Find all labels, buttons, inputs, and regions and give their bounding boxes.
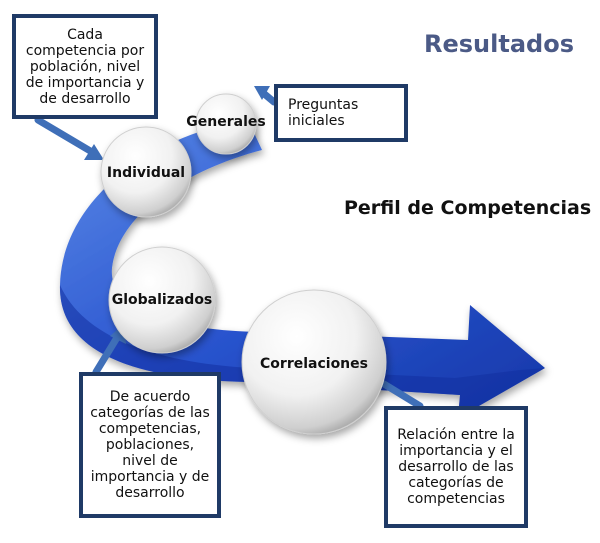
connector-individual — [34, 116, 96, 156]
note-text-correlaciones: Relación entre la importancia y el desar… — [397, 427, 515, 507]
arrowhead-individual — [84, 144, 104, 160]
note-text-generales: Preguntas iniciales — [288, 97, 359, 129]
note-box-generales: Preguntas iniciales — [274, 84, 408, 142]
flow-arrow-shade — [59, 285, 545, 418]
sphere-individual — [100, 126, 192, 218]
sphere-correlaciones — [241, 289, 387, 435]
note-box-correlaciones: Relación entre la importancia y el desar… — [384, 406, 528, 528]
connectors — [34, 88, 424, 410]
note-box-globalizados: De acuerdo categorías de las competencia… — [79, 372, 221, 518]
sphere-globalizados — [108, 246, 216, 354]
node-label-correlaciones: Correlaciones — [260, 356, 368, 372]
note-text-globalizados: De acuerdo categorías de las competencia… — [90, 389, 210, 501]
node-label-generales: Generales — [186, 114, 266, 130]
arrowhead-generales — [254, 86, 270, 100]
node-label-globalizados: Globalizados — [111, 292, 213, 308]
note-text-individual: Cada competencia por población, nivel de… — [25, 26, 145, 107]
note-box-individual: Cada competencia por población, nivel de… — [12, 14, 158, 119]
connector-globalizados — [92, 332, 122, 376]
connector-correlaciones — [380, 380, 424, 410]
node-label-individual: Individual — [106, 165, 186, 181]
diagram-subtitle: Perfil de Competencias — [344, 197, 592, 219]
sphere-generales — [195, 93, 257, 155]
diagram-title: Resultados — [424, 30, 574, 58]
